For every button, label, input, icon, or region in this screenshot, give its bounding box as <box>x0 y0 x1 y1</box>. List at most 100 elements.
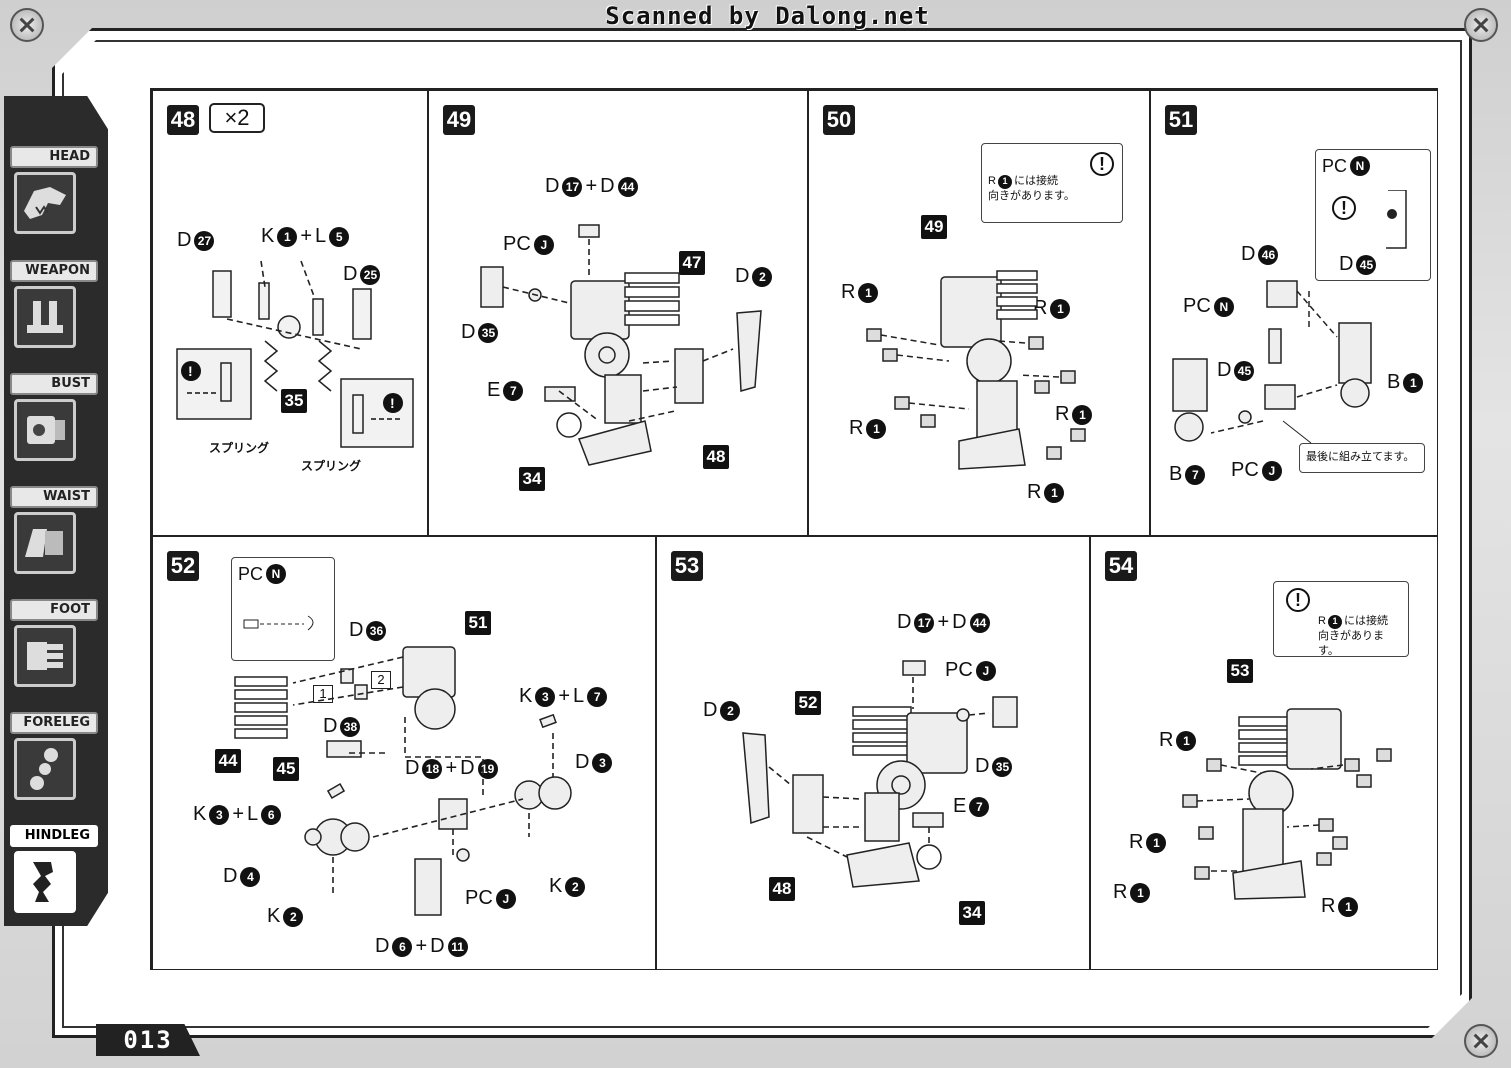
svg-text:!: ! <box>188 363 193 379</box>
part-tag-34: 34 <box>959 901 985 925</box>
order-box: 2 <box>371 671 391 689</box>
bust-icon <box>14 399 76 461</box>
tab-label: HEAD <box>10 146 98 168</box>
waist-icon <box>14 512 76 574</box>
step-number: 54 <box>1105 551 1137 581</box>
part-tag-51: 51 <box>465 611 491 635</box>
step-number: 53 <box>671 551 703 581</box>
screw-icon <box>1464 1024 1498 1058</box>
final-assembly-note: 最後に組み立てます。 <box>1299 443 1425 473</box>
step-51-illustration <box>1172 280 1372 444</box>
step-53-illustration <box>742 660 1018 888</box>
tab-foreleg[interactable]: FORELEG <box>10 712 98 812</box>
part-tag-47: 47 <box>679 251 705 275</box>
step-number: 52 <box>167 551 199 581</box>
spring-label: スプリング <box>209 441 270 455</box>
part-tag-48: 48 <box>769 877 795 901</box>
multiplier-badge: ×2 <box>209 103 265 133</box>
screw-icon <box>10 8 44 42</box>
step-49-illustration <box>480 224 762 466</box>
step-number: 51 <box>1165 105 1197 135</box>
tab-weapon[interactable]: WEAPON <box>10 260 98 360</box>
svg-text:!: ! <box>390 395 395 411</box>
warning-icon: ! <box>1332 196 1356 220</box>
step-48-illustration: !! <box>176 260 414 448</box>
part-tag-34: 34 <box>519 467 545 491</box>
tab-bust[interactable]: BUST <box>10 373 98 473</box>
step-50-illustration <box>866 270 1086 470</box>
scan-banner: Scanned by Dalong.net <box>605 2 930 30</box>
tab-label: FORELEG <box>10 712 98 734</box>
tab-head[interactable]: HEAD <box>10 146 98 246</box>
tab-hindleg[interactable]: HINDLEG <box>10 825 98 925</box>
part-tag-49: 49 <box>921 215 947 239</box>
warning-icon: ! <box>1090 152 1114 176</box>
head-icon <box>14 172 76 234</box>
part-tag-44: 44 <box>215 749 241 773</box>
part-tag-52: 52 <box>795 691 821 715</box>
step-number: 48 <box>167 105 199 135</box>
hindleg-icon <box>14 851 76 913</box>
step-number: 49 <box>443 105 475 135</box>
tab-label: WAIST <box>10 486 98 508</box>
step-52-illustration <box>234 646 572 916</box>
screw-icon <box>1464 8 1498 42</box>
warning-icon: ! <box>1286 588 1310 612</box>
part-tag-35: 35 <box>281 389 307 413</box>
tab-waist[interactable]: WAIST <box>10 486 98 586</box>
tab-label: FOOT <box>10 599 98 621</box>
tab-foot[interactable]: FOOT <box>10 599 98 699</box>
tab-label: WEAPON <box>10 260 98 282</box>
part-tag-45: 45 <box>273 757 299 781</box>
spring-label: スプリング <box>301 459 362 473</box>
weapon-icon <box>14 286 76 348</box>
step-54-illustration <box>1182 708 1392 900</box>
part-tag-48: 48 <box>703 445 729 469</box>
